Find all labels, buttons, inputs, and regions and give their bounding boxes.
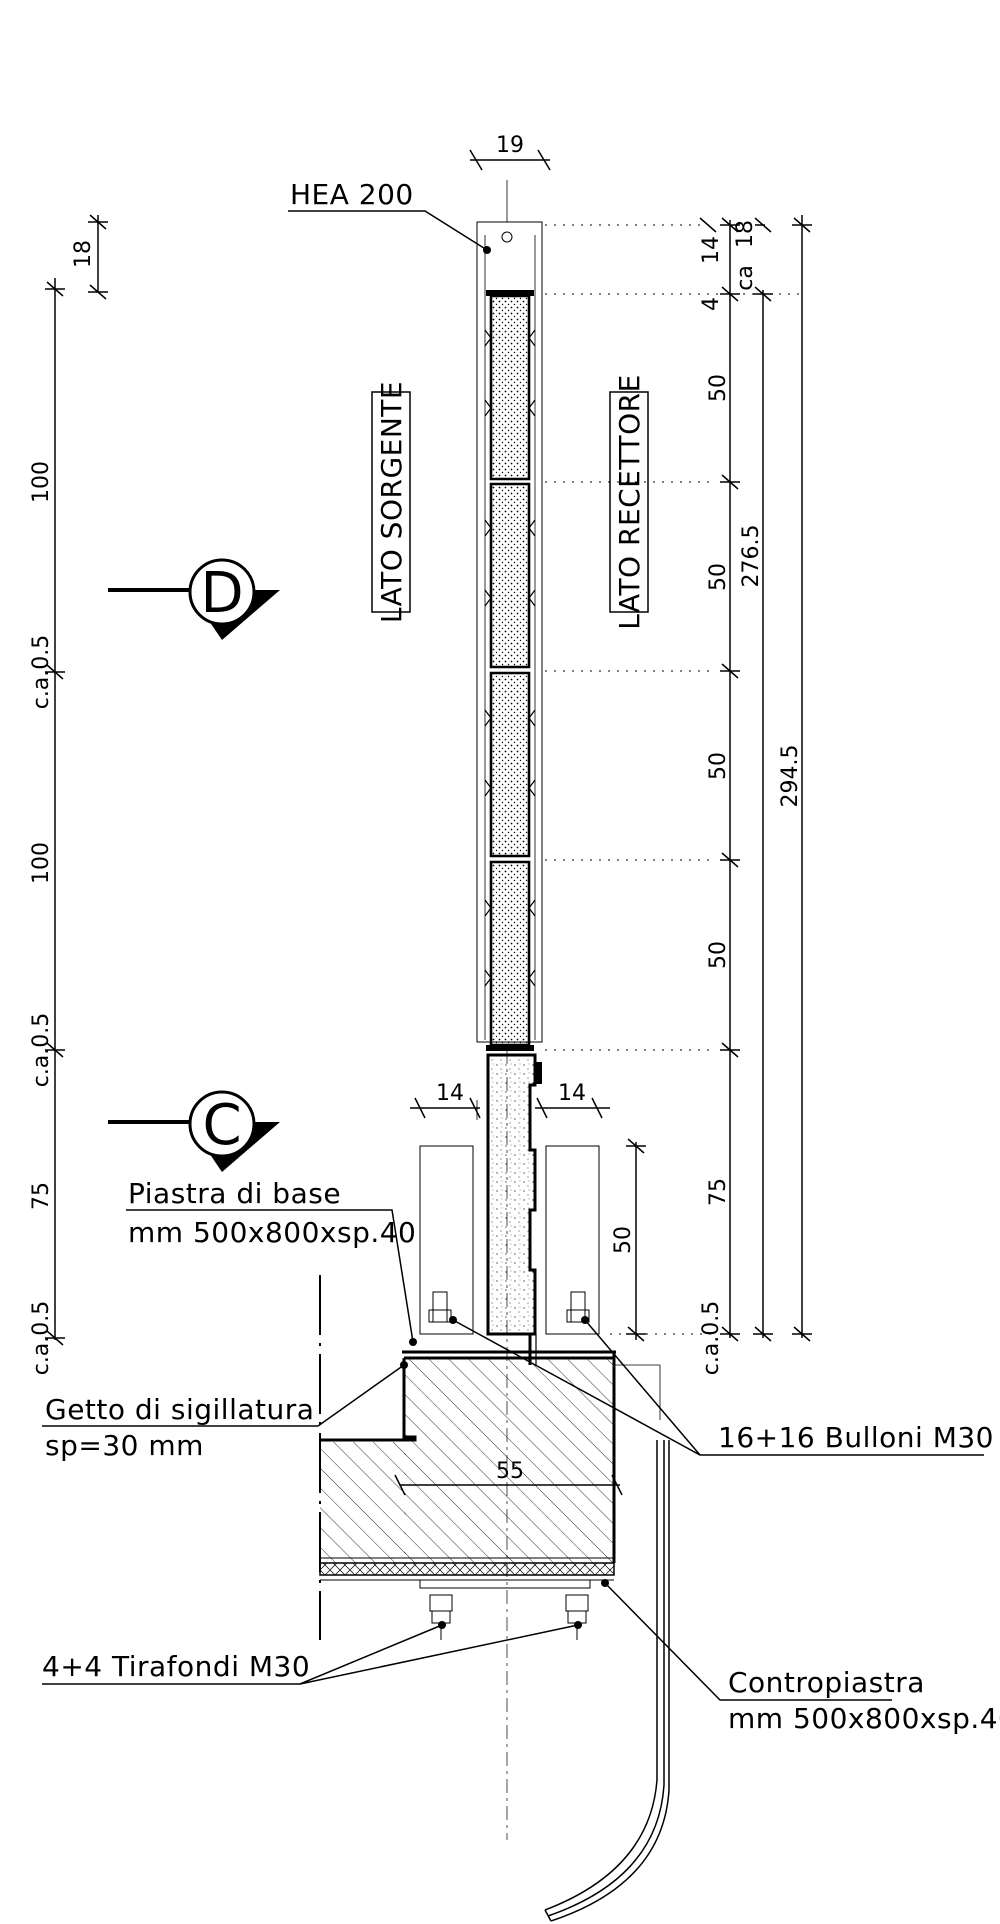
concrete-base-panel [486,1053,542,1365]
dim-50-side: 50 [611,1226,636,1254]
dim-294-5: 294.5 [778,745,803,808]
section-marker-c: C [108,1090,280,1172]
dim-panel-50-1: 50 [706,374,731,402]
dim-14-a: 14 [436,1081,464,1106]
dim-55: 55 [496,1459,524,1484]
base-plate-size: mm 500x800xsp.40 [128,1216,416,1249]
dim-panel-50-4: 50 [706,941,731,969]
dim-18-left: 18 [71,240,96,268]
dim-ca-top: ca [733,265,758,291]
side-label-source: LATO SORGENTE [371,381,411,623]
dimension-text: 19 18 14 4 18 ca 100 100 c.a.0.5 c.a.0.5… [29,133,803,1484]
counterplate-size: mm 500x800xsp.40 [728,1702,1000,1735]
section-d-label: D [200,561,243,626]
counterplate-and-anchors [419,1579,591,1640]
side-source-text: LATO SORGENTE [375,381,408,623]
dim-100-mid: 100 [29,842,54,884]
panel-2 [484,482,536,669]
leader-lines [42,210,984,1701]
panel-4 [484,860,536,1047]
dim-19: 19 [496,133,524,158]
dim-75-left: 75 [29,1182,54,1210]
extension-lines [545,224,800,1335]
dim-ca05-3: c.a.0.5 [29,1301,54,1376]
dim-4: 4 [699,297,724,311]
section-c-label: C [202,1093,241,1158]
dim-75-right: 75 [706,1178,731,1206]
dim-panel-50-3: 50 [706,752,731,780]
section-marker-d: D [108,558,280,640]
hea-label: HEA 200 [290,178,414,211]
base-plate-title: Piastra di base [128,1177,341,1210]
dim-panel-50-2: 50 [706,563,731,591]
dim-ca05-2: c.a.0.5 [29,1013,54,1088]
panel-stack [484,290,536,1051]
anchors-label: 4+4 Tirafondi M30 [42,1650,310,1683]
panel-3 [484,671,536,858]
side-label-receiver: LATO RECETTORE [609,374,649,630]
dim-14-right: 14 [699,236,724,264]
stiffener-boxes [419,1145,600,1335]
dim-14-b: 14 [558,1081,586,1106]
bolts-label: 16+16 Bulloni M30 [718,1421,994,1454]
panel-1 [484,294,536,481]
dim-276-5: 276.5 [739,525,764,588]
foundation [319,1275,661,1640]
dim-ca05-1: c.a.0.5 [29,635,54,710]
dim-100-top: 100 [29,461,54,503]
annotations: HEA 200 Piastra di base mm 500x800xsp.40… [42,178,1000,1735]
dim-18-right: 18 [733,220,758,248]
leader-dots [400,246,609,1629]
counterplate-title: Contropiastra [728,1666,925,1699]
dim-ca05-4: c.a.0.5 [699,1301,724,1376]
grout-title: Getto di sigillatura [45,1393,314,1426]
curved-tie [544,1440,670,1922]
side-receiver-text: LATO RECETTORE [613,374,646,630]
dimension-lines [45,149,812,1496]
grout-size: sp=30 mm [45,1429,204,1462]
